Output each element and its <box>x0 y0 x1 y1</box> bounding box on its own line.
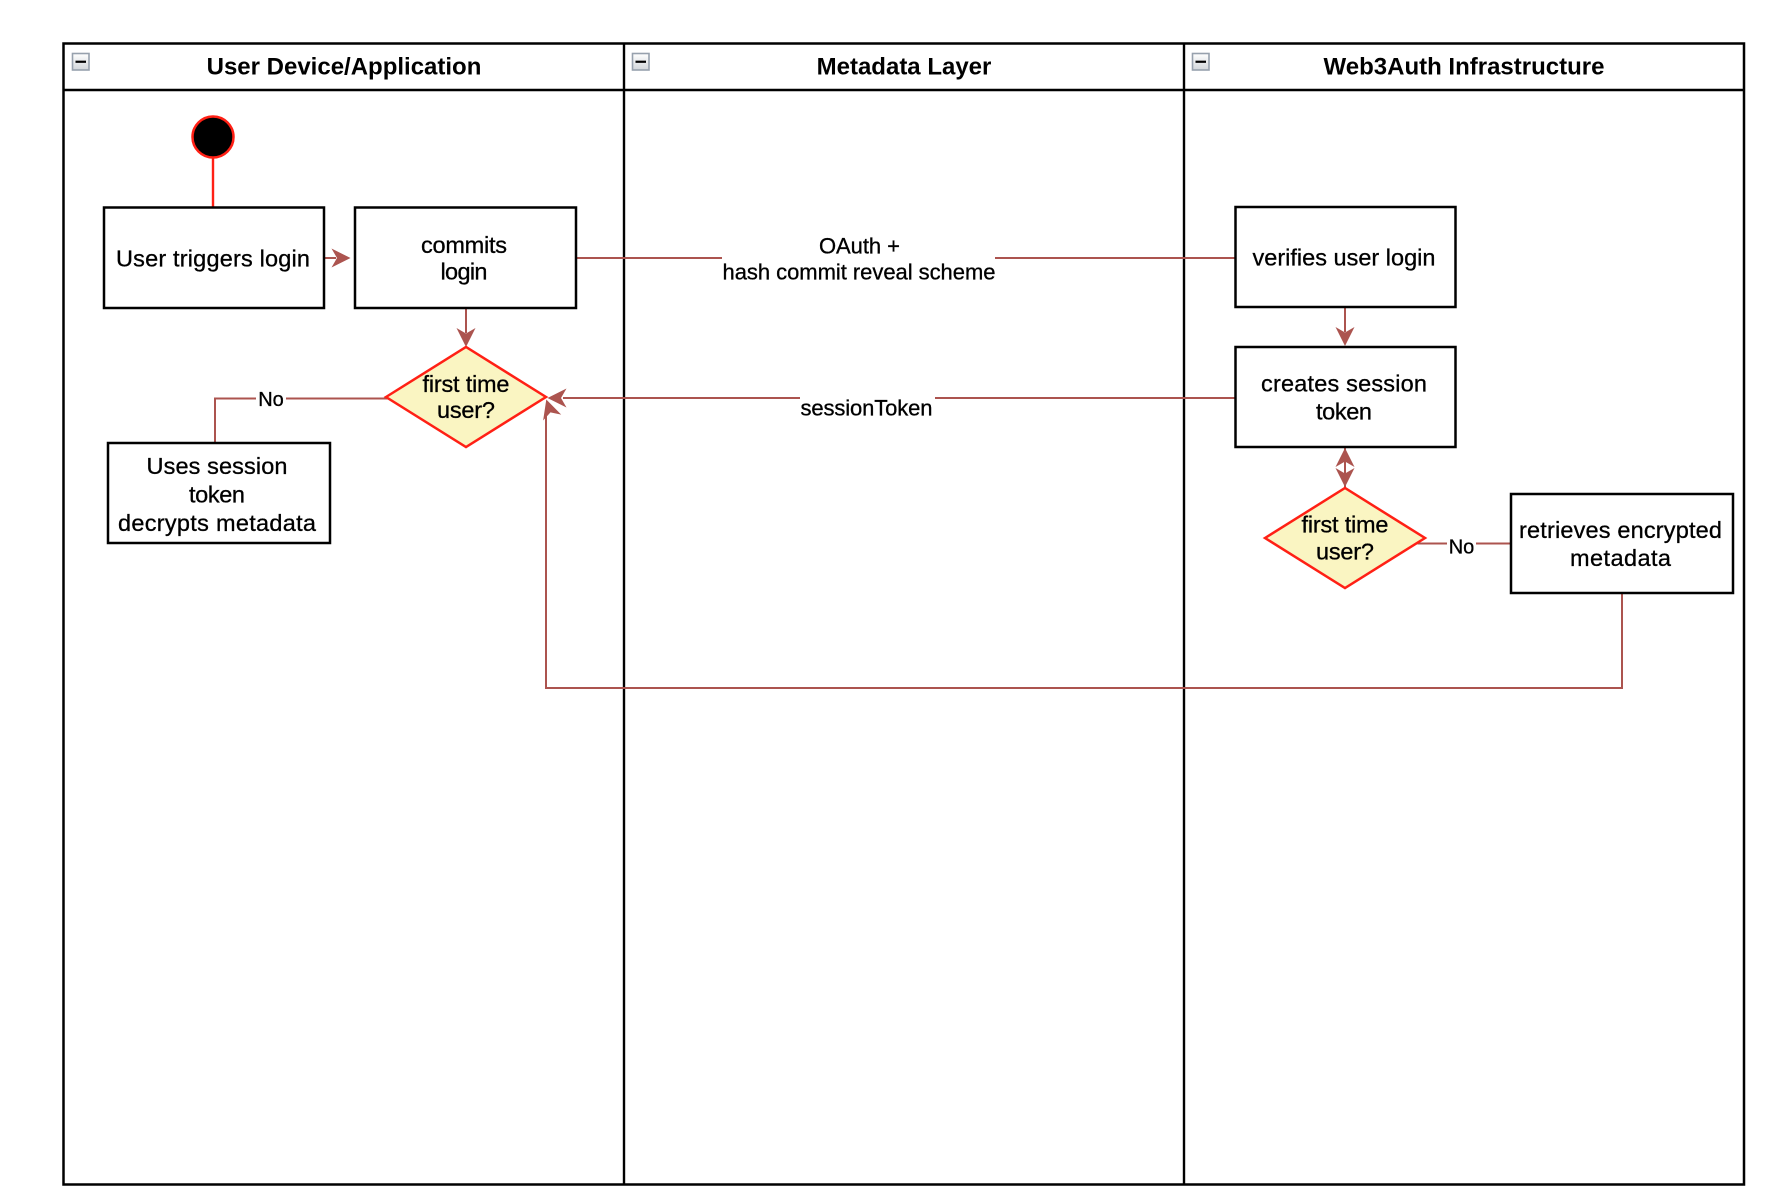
svg-text:verifies user login: verifies user login <box>1253 245 1436 271</box>
svg-text:creates session: creates session <box>1261 371 1427 397</box>
svg-text:token: token <box>1316 399 1372 425</box>
svg-text:user?: user? <box>1316 539 1374 565</box>
svg-text:No: No <box>258 389 284 411</box>
svg-text:login: login <box>441 259 488 285</box>
svg-text:OAuth +: OAuth + <box>819 234 900 259</box>
svg-text:first time: first time <box>1302 512 1389 538</box>
svg-text:Web3Auth Infrastructure: Web3Auth Infrastructure <box>1324 54 1605 81</box>
svg-text:User Device/Application: User Device/Application <box>207 54 482 81</box>
svg-text:user?: user? <box>437 397 495 423</box>
svg-text:first time: first time <box>423 371 510 397</box>
svg-text:retrieves encrypted: retrieves encrypted <box>1519 517 1722 543</box>
svg-text:No: No <box>1449 537 1475 559</box>
svg-text:decrypts metadata: decrypts metadata <box>118 510 317 536</box>
svg-text:sessionToken: sessionToken <box>801 396 933 421</box>
svg-text:User triggers login: User triggers login <box>116 246 310 272</box>
svg-text:token: token <box>189 482 245 508</box>
svg-text:Uses session: Uses session <box>147 453 288 479</box>
svg-text:metadata: metadata <box>1570 545 1672 571</box>
svg-text:Metadata Layer: Metadata Layer <box>817 54 992 81</box>
svg-text:commits: commits <box>421 232 507 258</box>
svg-text:hash commit reveal scheme: hash commit reveal scheme <box>723 260 996 285</box>
